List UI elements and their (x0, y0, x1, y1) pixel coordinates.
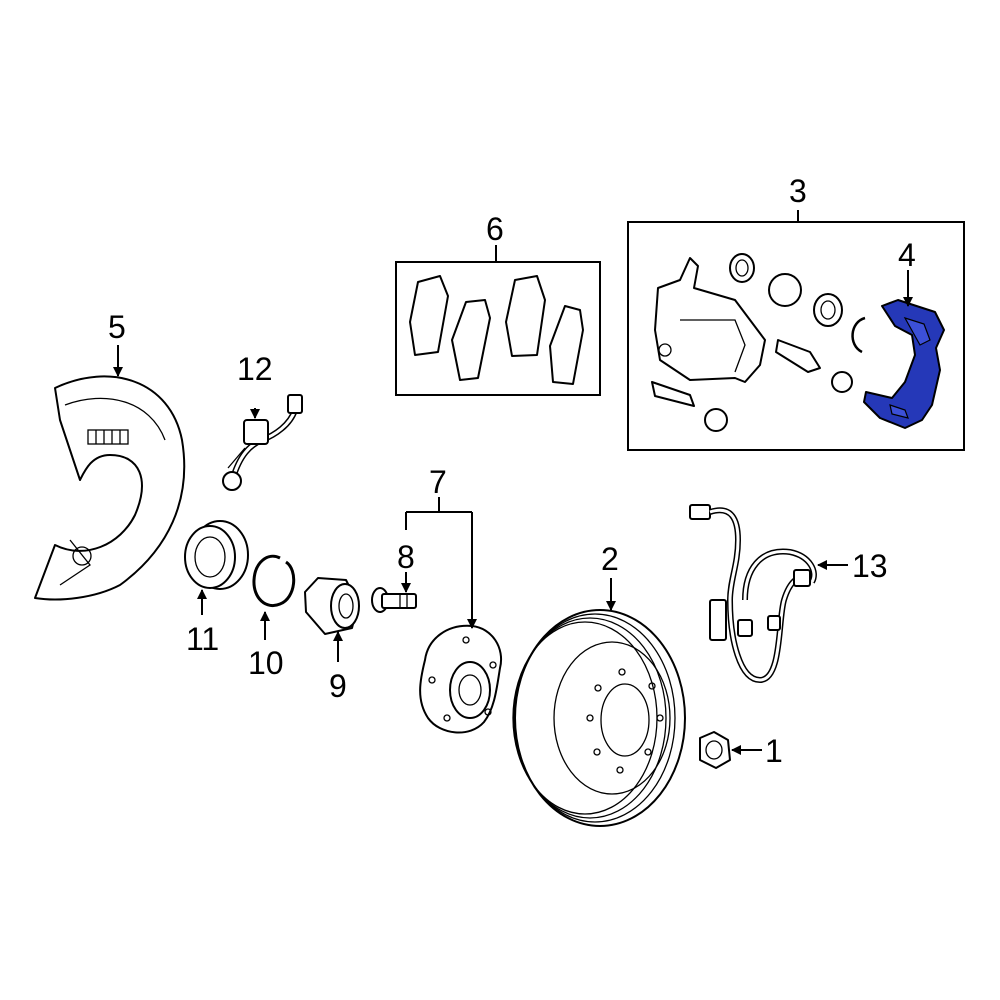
hub-nut-part[interactable] (699, 731, 731, 769)
leader-lines (113, 210, 913, 755)
snap-ring-part[interactable] (252, 554, 296, 607)
callout-2: 2 (601, 541, 619, 577)
brake-hose-part[interactable] (222, 394, 303, 491)
speed-sensor-part[interactable] (689, 504, 817, 684)
brake-pad-kit-box (395, 261, 601, 396)
seal-part[interactable] (184, 520, 249, 590)
callout-13: 13 (852, 548, 888, 584)
callout-9: 9 (329, 668, 347, 704)
dust-shield-part[interactable] (34, 375, 186, 601)
hub-bolt-part[interactable] (371, 587, 417, 613)
callout-11: 11 (186, 621, 219, 657)
hub-part[interactable] (419, 624, 503, 734)
caliper-assembly-box (627, 221, 965, 451)
callout-12: 12 (237, 351, 273, 387)
callout-3: 3 (789, 173, 807, 209)
callout-7: 7 (429, 464, 447, 500)
callout-4: 4 (898, 237, 916, 273)
bearing-part[interactable] (304, 577, 360, 635)
caliper-support-part[interactable] (863, 299, 945, 429)
brake-rotor-part[interactable] (512, 609, 686, 827)
callout-1: 1 (765, 733, 783, 769)
callout-10: 10 (248, 645, 284, 681)
callout-6: 6 (486, 211, 504, 247)
caliper-part[interactable] (651, 253, 866, 432)
callout-8: 8 (397, 539, 415, 575)
callout-5: 5 (108, 309, 126, 345)
brake-pads-part[interactable] (409, 275, 584, 385)
